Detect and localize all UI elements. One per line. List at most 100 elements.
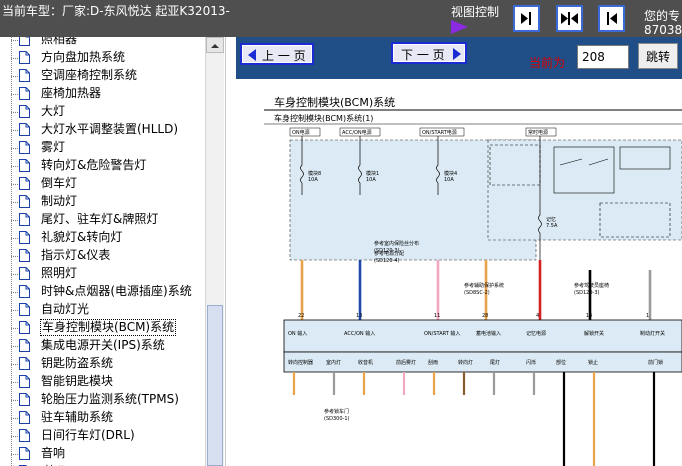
power-label-battery: 常时电源 (528, 129, 548, 136)
sidebar-item[interactable]: 轮胎压力监测系统(TPMS) (0, 391, 205, 409)
sidebar-item[interactable]: 钥匙防盗系统 (0, 355, 205, 373)
sidebar-item[interactable]: 音响 (0, 445, 205, 463)
relay-frame-3 (619, 146, 671, 170)
power-label-box-3 (419, 127, 465, 137)
current-page-label: 当前为 (529, 56, 566, 70)
sidebar-item[interactable]: 大灯 (0, 103, 205, 121)
document-icon (19, 177, 30, 190)
sidebar-item-label: 照明灯 (41, 266, 78, 280)
fuse-amp-2: 10A (366, 177, 376, 183)
expand-right-icon (521, 12, 531, 25)
sidebar-item[interactable]: 倒车灯 (0, 175, 205, 193)
sidebar-item[interactable]: 照明灯 (0, 265, 205, 283)
document-icon (19, 87, 30, 100)
tree-branch-line (11, 328, 20, 329)
tree-branch-line (11, 40, 20, 41)
sidebar-item-label: 轮胎压力监测系统(TPMS) (41, 392, 179, 406)
sidebar-item-label: 雾灯 (41, 140, 66, 154)
power-label-box-1 (289, 127, 321, 137)
document-icon (19, 321, 30, 334)
reference-note: (SD300-1) (324, 416, 350, 422)
next-page-label: 下 一 页 (401, 48, 445, 62)
sidebar-item-label: 自动灯光 (41, 302, 90, 316)
fuse-label-2: 模块1 (366, 170, 379, 177)
document-icon (19, 195, 30, 208)
fuse-amp-1: 10A (308, 177, 318, 183)
bcm-output-label: 闪烁 (526, 359, 536, 366)
split-view-icon (561, 12, 578, 25)
sidebar-item[interactable]: 日间行车灯(DRL) (0, 427, 205, 445)
sidebar-item[interactable]: 转向灯&危险警告灯 (0, 157, 205, 175)
bcm-input-label: 蓄电池输入 (476, 330, 501, 337)
tree-branch-line (11, 58, 20, 59)
sidebar-item[interactable]: 驻车辅助系统 (0, 409, 205, 427)
document-icon (19, 249, 30, 262)
tree-branch-line (11, 220, 20, 221)
sidebar-item[interactable]: 指示灯&仪表 (0, 247, 205, 265)
sidebar-item-label: 大灯 (41, 104, 66, 118)
sidebar-item[interactable]: 车身控制模块(BCM)系统 (0, 319, 205, 337)
sidebar-item-label: 制动灯 (41, 194, 78, 208)
tree-branch-line (11, 112, 20, 113)
sidebar-item-label: 时钟&点烟器(电源插座)系统 (41, 284, 192, 298)
document-icon (19, 213, 30, 226)
tree-branch-line (11, 364, 20, 365)
sidebar-item[interactable]: 制动灯 (0, 193, 205, 211)
relay-frame-2 (553, 146, 615, 194)
sidebar-item[interactable]: 方向盘加热系统 (0, 49, 205, 67)
sidebar-item-label: 倒车灯 (41, 176, 78, 190)
wiring-diagram: 车身控制模块(BCM)系统 车身控制模块(BCM)系统(1) ON电源 ACC/… (264, 95, 682, 466)
sidebar-item[interactable]: 座椅加热器 (0, 85, 205, 103)
power-label-on: ON电源 (292, 129, 310, 136)
scroll-up-icon (211, 44, 219, 48)
expand-right-button[interactable] (513, 5, 540, 32)
sidebar-item[interactable]: 集成电源开关(IPS)系统 (0, 337, 205, 355)
sidebar-item[interactable]: 智能钥匙模块 (0, 373, 205, 391)
sidebar-item[interactable]: 时钟&点烟器(电源插座)系统 (0, 283, 205, 301)
sidebar-item-label: 音响 (41, 446, 66, 460)
sidebar-item[interactable]: 自动灯光 (0, 301, 205, 319)
expand-left-button[interactable] (598, 5, 625, 32)
next-page-button[interactable]: 下 一 页 (391, 42, 467, 64)
tree-branch-line (11, 436, 20, 437)
diagram-subtitle: 车身控制模块(BCM)系统(1) (274, 113, 373, 123)
tree-branch-line (11, 400, 20, 401)
reference-note: (SD120-3) (374, 248, 400, 254)
sidebar-item[interactable]: 照相器 (0, 37, 205, 49)
sidebar-item-label: 大灯水平调整装置(HLLD) (41, 122, 178, 136)
prev-page-label: 上 一 页 (262, 49, 306, 63)
scroll-thumb[interactable] (207, 305, 223, 466)
scroll-up-button[interactable] (206, 37, 224, 53)
sidebar-item[interactable]: 礼貌灯&转向灯 (0, 229, 205, 247)
sidebar-scrollbar[interactable] (205, 37, 224, 466)
top-bar: 当前车型：厂家:D-东风悦达 起亚K32013- 视图控制 您的专 870382 (0, 0, 682, 37)
reference-note: 参考驾驶员座椅 (574, 282, 609, 289)
sidebar-item[interactable]: 雾灯 (0, 139, 205, 157)
document-icon (19, 357, 30, 370)
sidebar-item-label: 智能钥匙模块 (41, 374, 114, 388)
reference-note: (SD120-4) (374, 258, 400, 264)
fuse-amp-3: 10A (444, 177, 454, 183)
relay-frame-4 (599, 202, 671, 238)
split-view-button[interactable] (556, 5, 583, 32)
tree-branch-line (11, 310, 20, 311)
sidebar-item[interactable]: 尾灯、驻车灯&牌照灯 (0, 211, 205, 229)
tree-branch-line (11, 454, 20, 455)
bcm-output-labels: 转向控制器室内灯收音机前后雾灯刮雨转向灯尾灯闪烁部位锁止前门锁 (288, 359, 663, 366)
power-label-start: ON/START电源 (422, 129, 457, 136)
current-page-input[interactable] (577, 45, 629, 69)
document-icon (19, 447, 30, 460)
fuse-label-3: 模块4 (444, 170, 457, 177)
bcm-module-bottom (283, 351, 682, 373)
reference-notes: 参考电源分配(SD120-4)参考室内保险丝分布(SD120-3)参考辅助保护系… (324, 240, 609, 422)
tree-branch-line (11, 274, 20, 275)
bcm-output-label: 前门锁 (648, 359, 663, 366)
jump-button[interactable]: 跳转 (638, 43, 678, 69)
prev-page-button[interactable]: 上 一 页 (240, 43, 314, 65)
sidebar-item[interactable]: 空调座椅控制系统 (0, 67, 205, 85)
reference-note: 参考锁车门 (324, 408, 349, 415)
sidebar-item[interactable]: 大灯水平调整装置(HLLD) (0, 121, 205, 139)
tree-branch-line (11, 76, 20, 77)
sidebar-item-label: 钥匙防盗系统 (41, 356, 114, 370)
